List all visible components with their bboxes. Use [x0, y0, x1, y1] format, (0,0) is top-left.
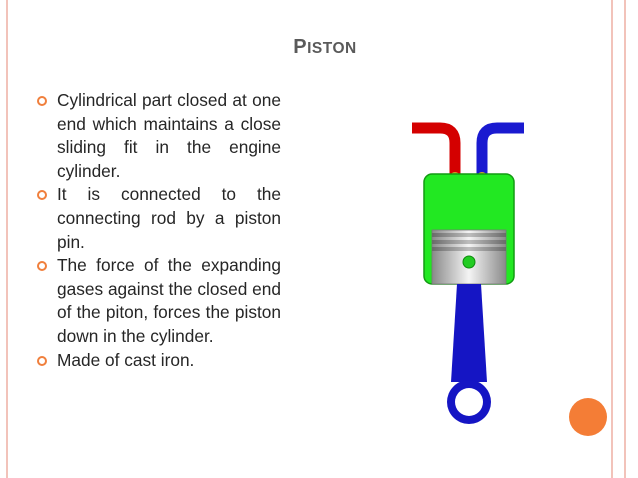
bullet-item: The force of the expanding gases against…	[36, 254, 281, 348]
bullet-item: Cylindrical part closed at one end which…	[36, 89, 281, 183]
piston-illustration	[412, 122, 524, 424]
piston-ring	[432, 247, 506, 251]
bullet-list: Cylindrical part closed at one end which…	[36, 89, 281, 372]
border-stripe-left	[6, 0, 8, 478]
crank-pin-hole	[455, 388, 483, 416]
border-stripe-right-inner	[611, 0, 613, 478]
connecting-rod	[451, 284, 487, 382]
piston-ring	[432, 240, 506, 244]
bullet-icon	[37, 190, 47, 201]
decorative-circle	[569, 398, 607, 436]
slide-title-first-letter: P	[293, 36, 308, 58]
bullet-text: The force of the expanding gases against…	[57, 255, 281, 346]
bullet-icon	[37, 261, 47, 272]
piston-ring	[432, 233, 506, 237]
border-stripe-right-outer	[624, 0, 626, 478]
slide-title-rest: ISTON	[307, 40, 357, 57]
bullet-icon	[37, 96, 47, 106]
bullet-item: It is connected to the connecting rod by…	[36, 183, 281, 254]
slide-title: PISTON	[40, 36, 610, 60]
inlet-pipe	[412, 122, 461, 178]
piston-pin	[462, 255, 476, 269]
bullet-icon	[37, 355, 47, 366]
bullet-text: Made of cast iron.	[57, 349, 195, 370]
bullet-text: It is connected to the connecting rod by…	[57, 184, 281, 252]
exhaust-pipe	[476, 122, 524, 178]
bullet-text: Cylindrical part closed at one end which…	[57, 90, 281, 181]
bullet-item: Made of cast iron.	[36, 349, 281, 373]
